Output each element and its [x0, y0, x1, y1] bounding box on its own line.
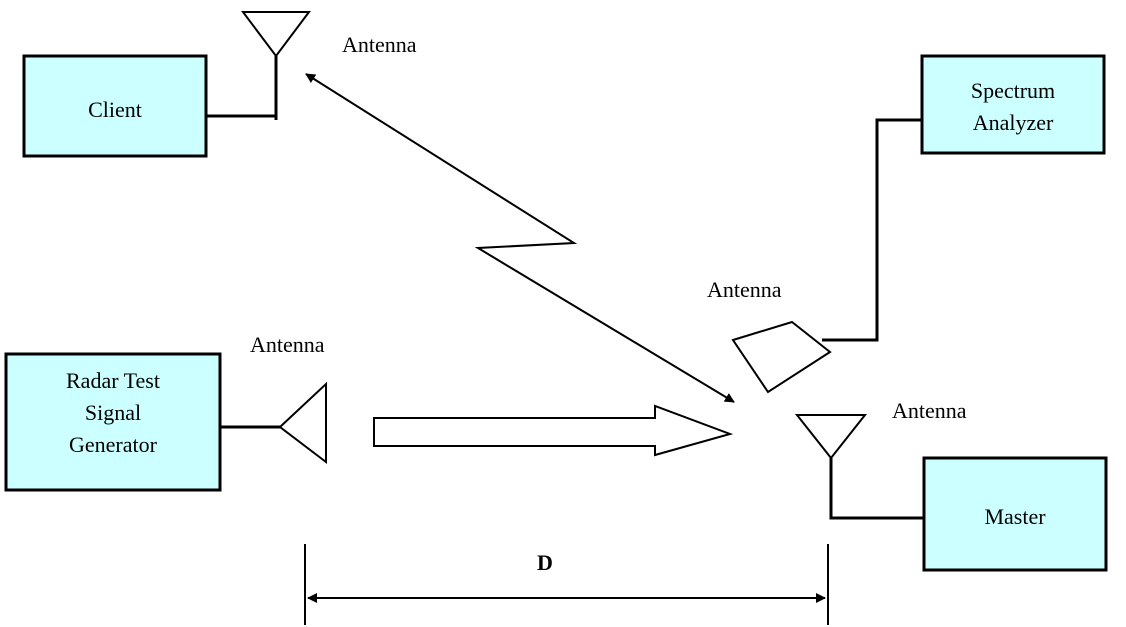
radar-generator-box: Radar Test Signal Generator — [4, 352, 222, 492]
svg-text:Analyzer: Analyzer — [973, 110, 1054, 135]
client-antenna-icon — [241, 11, 311, 58]
svg-text:Signal: Signal — [85, 400, 141, 425]
radar-signal-arrow — [373, 404, 734, 457]
client-antenna-label: Antenna — [342, 32, 417, 57]
master-box: Master — [922, 456, 1108, 572]
master-label: Master — [984, 504, 1046, 529]
radar-generator-label-line-1: Radar Test — [66, 368, 160, 393]
svg-text:Spectrum: Spectrum — [971, 78, 1055, 103]
spectrum-analyzer-wire — [822, 118, 922, 342]
svg-text:Radar Test: Radar Test — [66, 368, 160, 393]
spectrum-analyzer-label-line-2: Analyzer — [973, 110, 1054, 135]
distance-label: D — [537, 550, 553, 575]
spectrum-analyzer-label-line-1: Spectrum — [971, 78, 1055, 103]
master-antenna-label: Antenna — [892, 398, 967, 423]
radar-generator-label-line-3: Generator — [69, 432, 158, 457]
svg-text:Master: Master — [984, 504, 1046, 529]
client-label: Client — [88, 97, 142, 122]
master-antenna-icon — [794, 414, 868, 460]
radar-generator-antenna-label: Antenna — [250, 332, 325, 357]
client-box: Client — [22, 54, 208, 158]
svg-text:Generator: Generator — [69, 432, 158, 457]
wireless-link-arrow — [305, 73, 735, 403]
spectrum-analyzer-antenna-icon — [731, 320, 832, 394]
spectrum-analyzer-box: Spectrum Analyzer — [920, 54, 1106, 155]
radar-generator-label-line-2: Signal — [85, 400, 141, 425]
spectrum-analyzer-antenna-label: Antenna — [707, 277, 782, 302]
radar-generator-antenna-icon — [278, 381, 327, 465]
svg-text:Client: Client — [88, 97, 142, 122]
master-wire — [829, 458, 924, 520]
